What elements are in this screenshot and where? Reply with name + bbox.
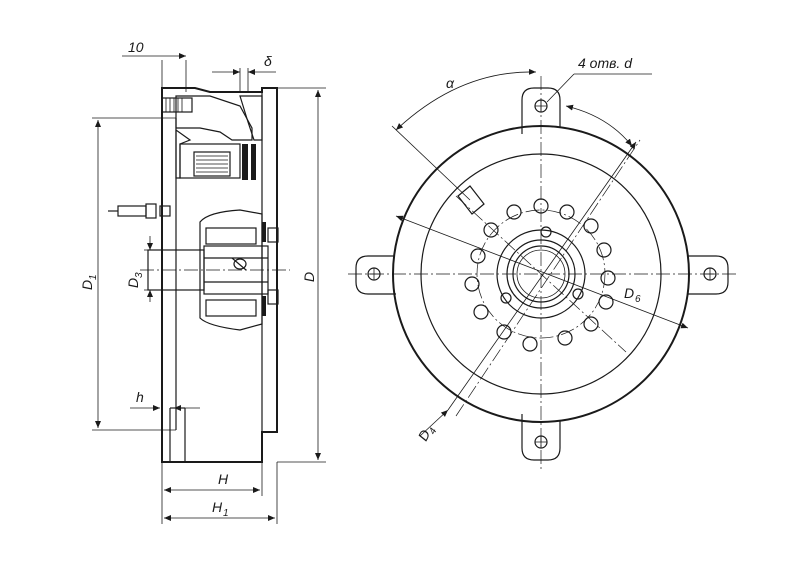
d4-subscript: 4 (427, 426, 440, 436)
side-view (108, 87, 290, 463)
h1-label: H (212, 499, 223, 515)
delta-label: δ (264, 53, 272, 69)
h-total-label: H (218, 471, 229, 487)
front-view (348, 76, 738, 470)
h1-subscript: 1 (223, 508, 229, 519)
d1-subscript: 1 (88, 274, 99, 280)
h-label: h (136, 389, 144, 405)
d-label: D (301, 272, 317, 282)
bolt-holes (464, 198, 616, 352)
dim-10-label: 10 (128, 39, 144, 55)
holes-callout: 4 отв. d (578, 55, 633, 71)
side-dimensions: 10 δ D 1 D 3 D h (79, 39, 326, 524)
alpha-label: α (446, 75, 455, 91)
d3-label: D (125, 278, 141, 288)
d6-subscript: 6 (635, 294, 641, 305)
d1-label: D (79, 280, 95, 290)
front-dimensions: α 4 отв. d D 6 D 4 (391, 55, 689, 443)
d6-label: D (624, 285, 634, 301)
d3-subscript: 3 (134, 272, 145, 278)
